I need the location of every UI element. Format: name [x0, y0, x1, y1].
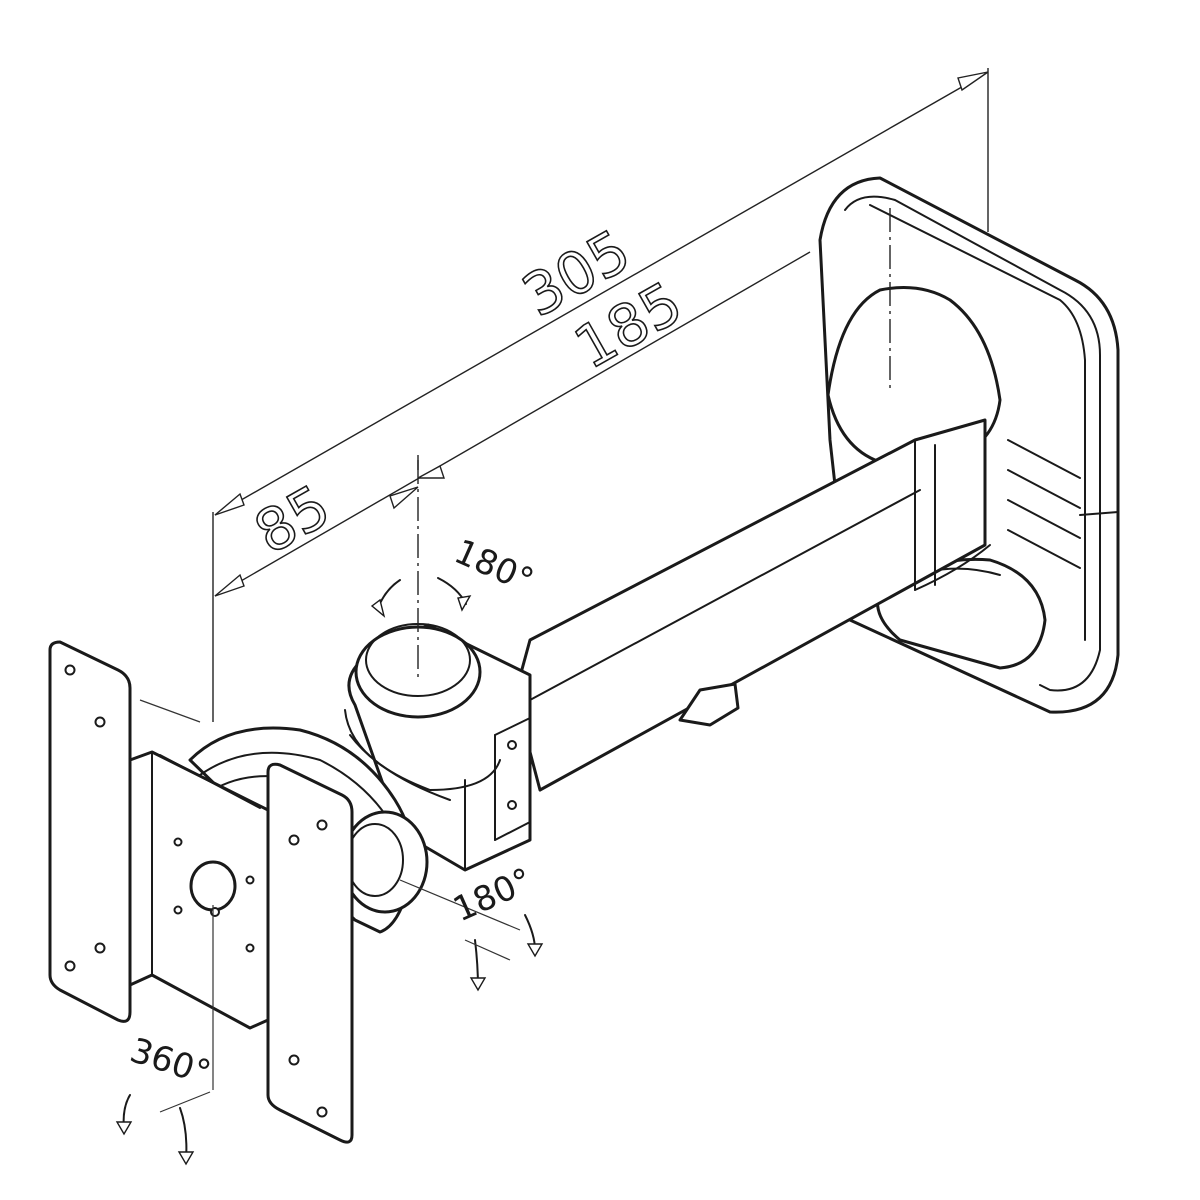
pivot-disc	[189, 860, 237, 912]
screw-hole	[288, 834, 300, 846]
screw-hole	[316, 819, 328, 831]
screw-hole	[316, 1106, 328, 1118]
rotation-label-top-180: 180°	[448, 532, 539, 602]
rotation-label-360: 360°	[125, 1031, 215, 1094]
screw-hole	[94, 942, 106, 954]
dimension-lines	[212, 68, 989, 722]
vesa-bracket	[48, 640, 354, 1144]
rotation-arrows	[115, 577, 544, 1166]
screw-hole	[64, 960, 76, 972]
screw-hole	[64, 664, 76, 676]
main-arm	[513, 418, 991, 792]
screw-hole	[288, 1054, 300, 1066]
rotation-label-lower-180: 180°	[447, 860, 538, 930]
screw-hole	[94, 716, 106, 728]
dimension-label-85: 85	[243, 472, 341, 568]
